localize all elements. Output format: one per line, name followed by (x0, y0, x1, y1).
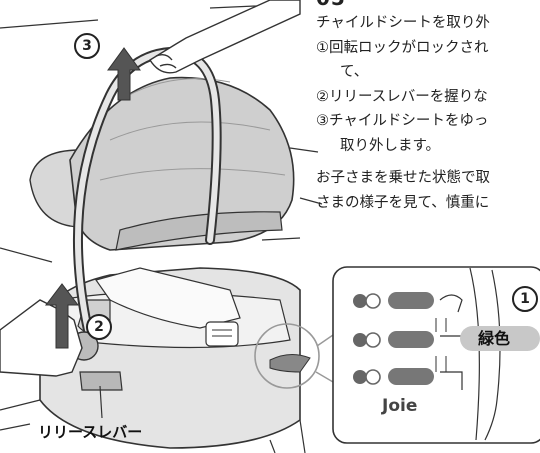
step-number: 05 (316, 0, 346, 8)
infant-carrier (29, 46, 295, 361)
step3-callout: 3 (74, 33, 100, 59)
step1-callout: 1 (512, 286, 538, 312)
brand-logo: Joie (382, 396, 418, 416)
indicator-panel (332, 266, 540, 444)
instruction-step2: ②リリースレバーを握りな (316, 89, 488, 105)
zoom-connector (315, 334, 334, 383)
caution-line1: お子さまを乗せた状態で取 (316, 170, 490, 186)
instruction-step1-line1: ①回転ロックがロックされ (316, 40, 489, 56)
lift-arrow (107, 47, 141, 101)
instruction-step1-line2: て、 (340, 64, 369, 80)
release-leader (99, 385, 103, 419)
step2-callout: 2 (86, 314, 112, 340)
squeeze-arrow (44, 283, 80, 349)
instruction-intro: チャイルドシートを取り外 (316, 15, 490, 31)
seat-base (0, 267, 311, 453)
green-indicator-label: 緑色 (460, 326, 540, 351)
instruction-step3-line1: ③チャイルドシートをゆっ (316, 113, 489, 129)
instruction-step3-line2: 取り外します。 (340, 138, 441, 154)
zoom-circle (254, 323, 320, 389)
release-lever-label: リリースレバー (38, 423, 143, 441)
caution-line2: さまの様子を見て、慎重に (316, 195, 490, 211)
